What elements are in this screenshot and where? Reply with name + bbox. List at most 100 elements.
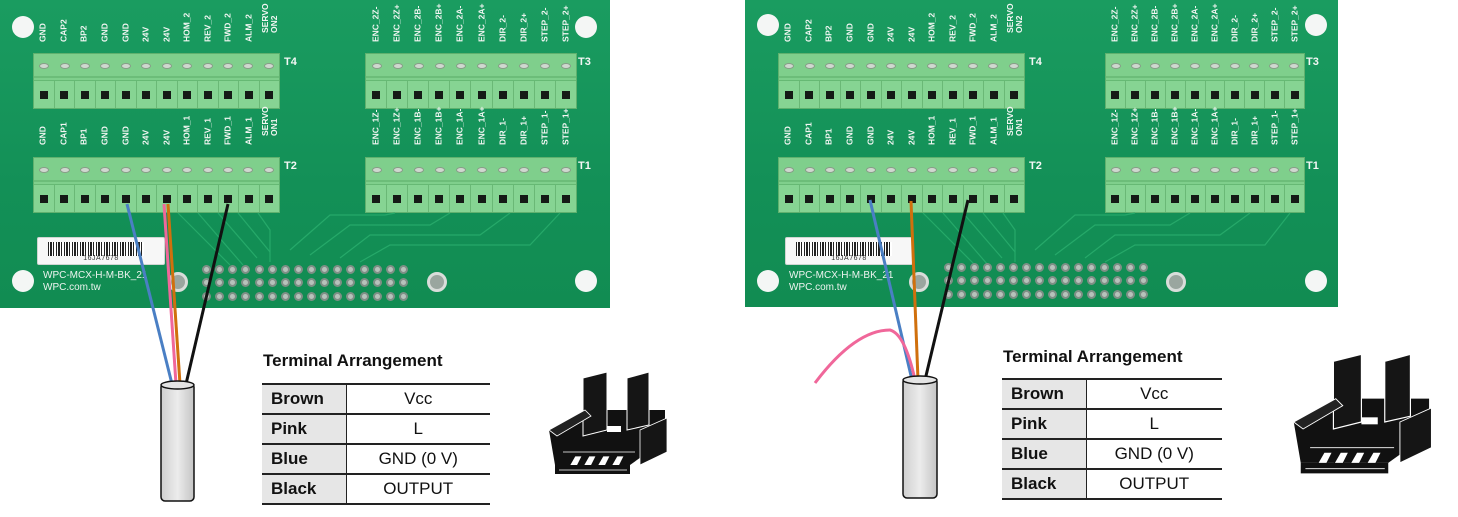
- header-pin: [1113, 289, 1122, 299]
- slots: [779, 80, 1024, 108]
- header-pin: [372, 278, 382, 288]
- wire-slot: [157, 81, 178, 108]
- wire-slot: [429, 81, 451, 108]
- pink-wire-disconnected: [813, 328, 917, 384]
- header-pin: [1061, 276, 1070, 286]
- header-pin: [983, 263, 992, 273]
- screw-terminal: [366, 164, 387, 176]
- wire-slot: [429, 185, 451, 212]
- screw-terminal: [492, 60, 513, 72]
- wire-slot: [177, 185, 198, 212]
- ridge: [34, 76, 279, 78]
- photo-interrupter-sensor-icon: [548, 371, 668, 474]
- header-pin: [333, 265, 343, 275]
- wire-slot: [1205, 81, 1226, 108]
- screw-terminal: [922, 164, 942, 176]
- ridge: [779, 76, 1024, 78]
- pink-wire: [162, 203, 178, 385]
- mounting-hole: [1305, 14, 1327, 36]
- screw-terminal: [555, 60, 576, 72]
- header-pin: [202, 265, 212, 275]
- wire-slot: [1205, 185, 1226, 212]
- screw-terminal: [429, 60, 450, 72]
- slots: [779, 184, 1024, 212]
- k: Blue: [262, 443, 347, 474]
- screw-terminal: [116, 60, 136, 72]
- screw-terminal: [513, 60, 534, 72]
- wire-slot: [799, 185, 820, 212]
- mounting-hole: [12, 16, 34, 38]
- wire-slot: [54, 185, 75, 212]
- screw-terminal: [34, 60, 54, 72]
- slots: [1106, 80, 1305, 108]
- header-pin: [1087, 289, 1096, 299]
- mounting-hole: [1305, 270, 1327, 292]
- header-pin: [215, 265, 225, 275]
- header-pin: [346, 278, 356, 288]
- screw-terminal: [75, 60, 95, 72]
- header-pin: [970, 289, 979, 299]
- mounting-hole: [757, 14, 779, 36]
- wire-slot: [902, 81, 923, 108]
- t4-label: T4: [284, 56, 297, 68]
- wire-slot: [1225, 185, 1246, 212]
- header-pin: [333, 278, 343, 288]
- screw-terminal: [1264, 164, 1284, 176]
- v: OUTPUT: [1086, 468, 1222, 500]
- v: GND (0 V): [1086, 438, 1222, 469]
- header-pin: [1048, 289, 1057, 299]
- wire-slot: [1145, 185, 1166, 212]
- terminal-block-t3: [1105, 53, 1305, 109]
- header-pin: [359, 278, 369, 288]
- v: L: [1086, 408, 1222, 439]
- mounting-hole: [575, 270, 597, 292]
- v: L: [346, 413, 490, 444]
- brown-wire: [166, 203, 182, 385]
- terminal-block-t4: [778, 53, 1025, 109]
- wire-slot: [471, 185, 493, 212]
- barcode-label: 16JA7678: [785, 237, 913, 265]
- screws: [1106, 60, 1304, 72]
- header-pin: [1009, 276, 1018, 286]
- board-model-text: WPC-MCX-H-M-BK_21: [789, 270, 894, 281]
- wire-slot: [1125, 81, 1146, 108]
- screw-terminal: [983, 164, 1003, 176]
- wire-slot: [95, 81, 116, 108]
- wire-slot: [75, 185, 96, 212]
- header-pin: [1100, 276, 1109, 286]
- sensor-cable-wires: [125, 203, 230, 502]
- wire-slot: [943, 81, 964, 108]
- header-pin: [1113, 263, 1122, 273]
- screw-terminal: [429, 164, 450, 176]
- screw-terminal: [861, 164, 881, 176]
- screw-terminal: [157, 164, 177, 176]
- header-pin: [254, 278, 264, 288]
- header-pin: [215, 291, 225, 301]
- wire-slot: [1185, 185, 1206, 212]
- wire-slot: [1185, 81, 1206, 108]
- v: Vcc: [1086, 378, 1222, 409]
- header-pin: [372, 291, 382, 301]
- terminal-block-t2: [778, 157, 1025, 213]
- header-pin: [346, 265, 356, 275]
- wire-slot: [259, 185, 279, 212]
- screw-terminal: [259, 164, 279, 176]
- header-pin: [1126, 276, 1135, 286]
- header-pin: [280, 265, 290, 275]
- wire-slot: [116, 185, 137, 212]
- header-pin: [228, 291, 238, 301]
- header-pin: [983, 276, 992, 286]
- wire-slot: [902, 185, 923, 212]
- bars: [796, 242, 892, 256]
- pin-header: [942, 261, 1150, 301]
- screw-terminal: [1106, 164, 1126, 176]
- header-pin: [1009, 263, 1018, 273]
- slots: [34, 80, 279, 108]
- wire-slot: [984, 81, 1005, 108]
- screw-terminal: [1205, 164, 1225, 176]
- screw-hole: [427, 272, 447, 292]
- header-pin: [1126, 289, 1135, 299]
- header-pin: [1074, 289, 1083, 299]
